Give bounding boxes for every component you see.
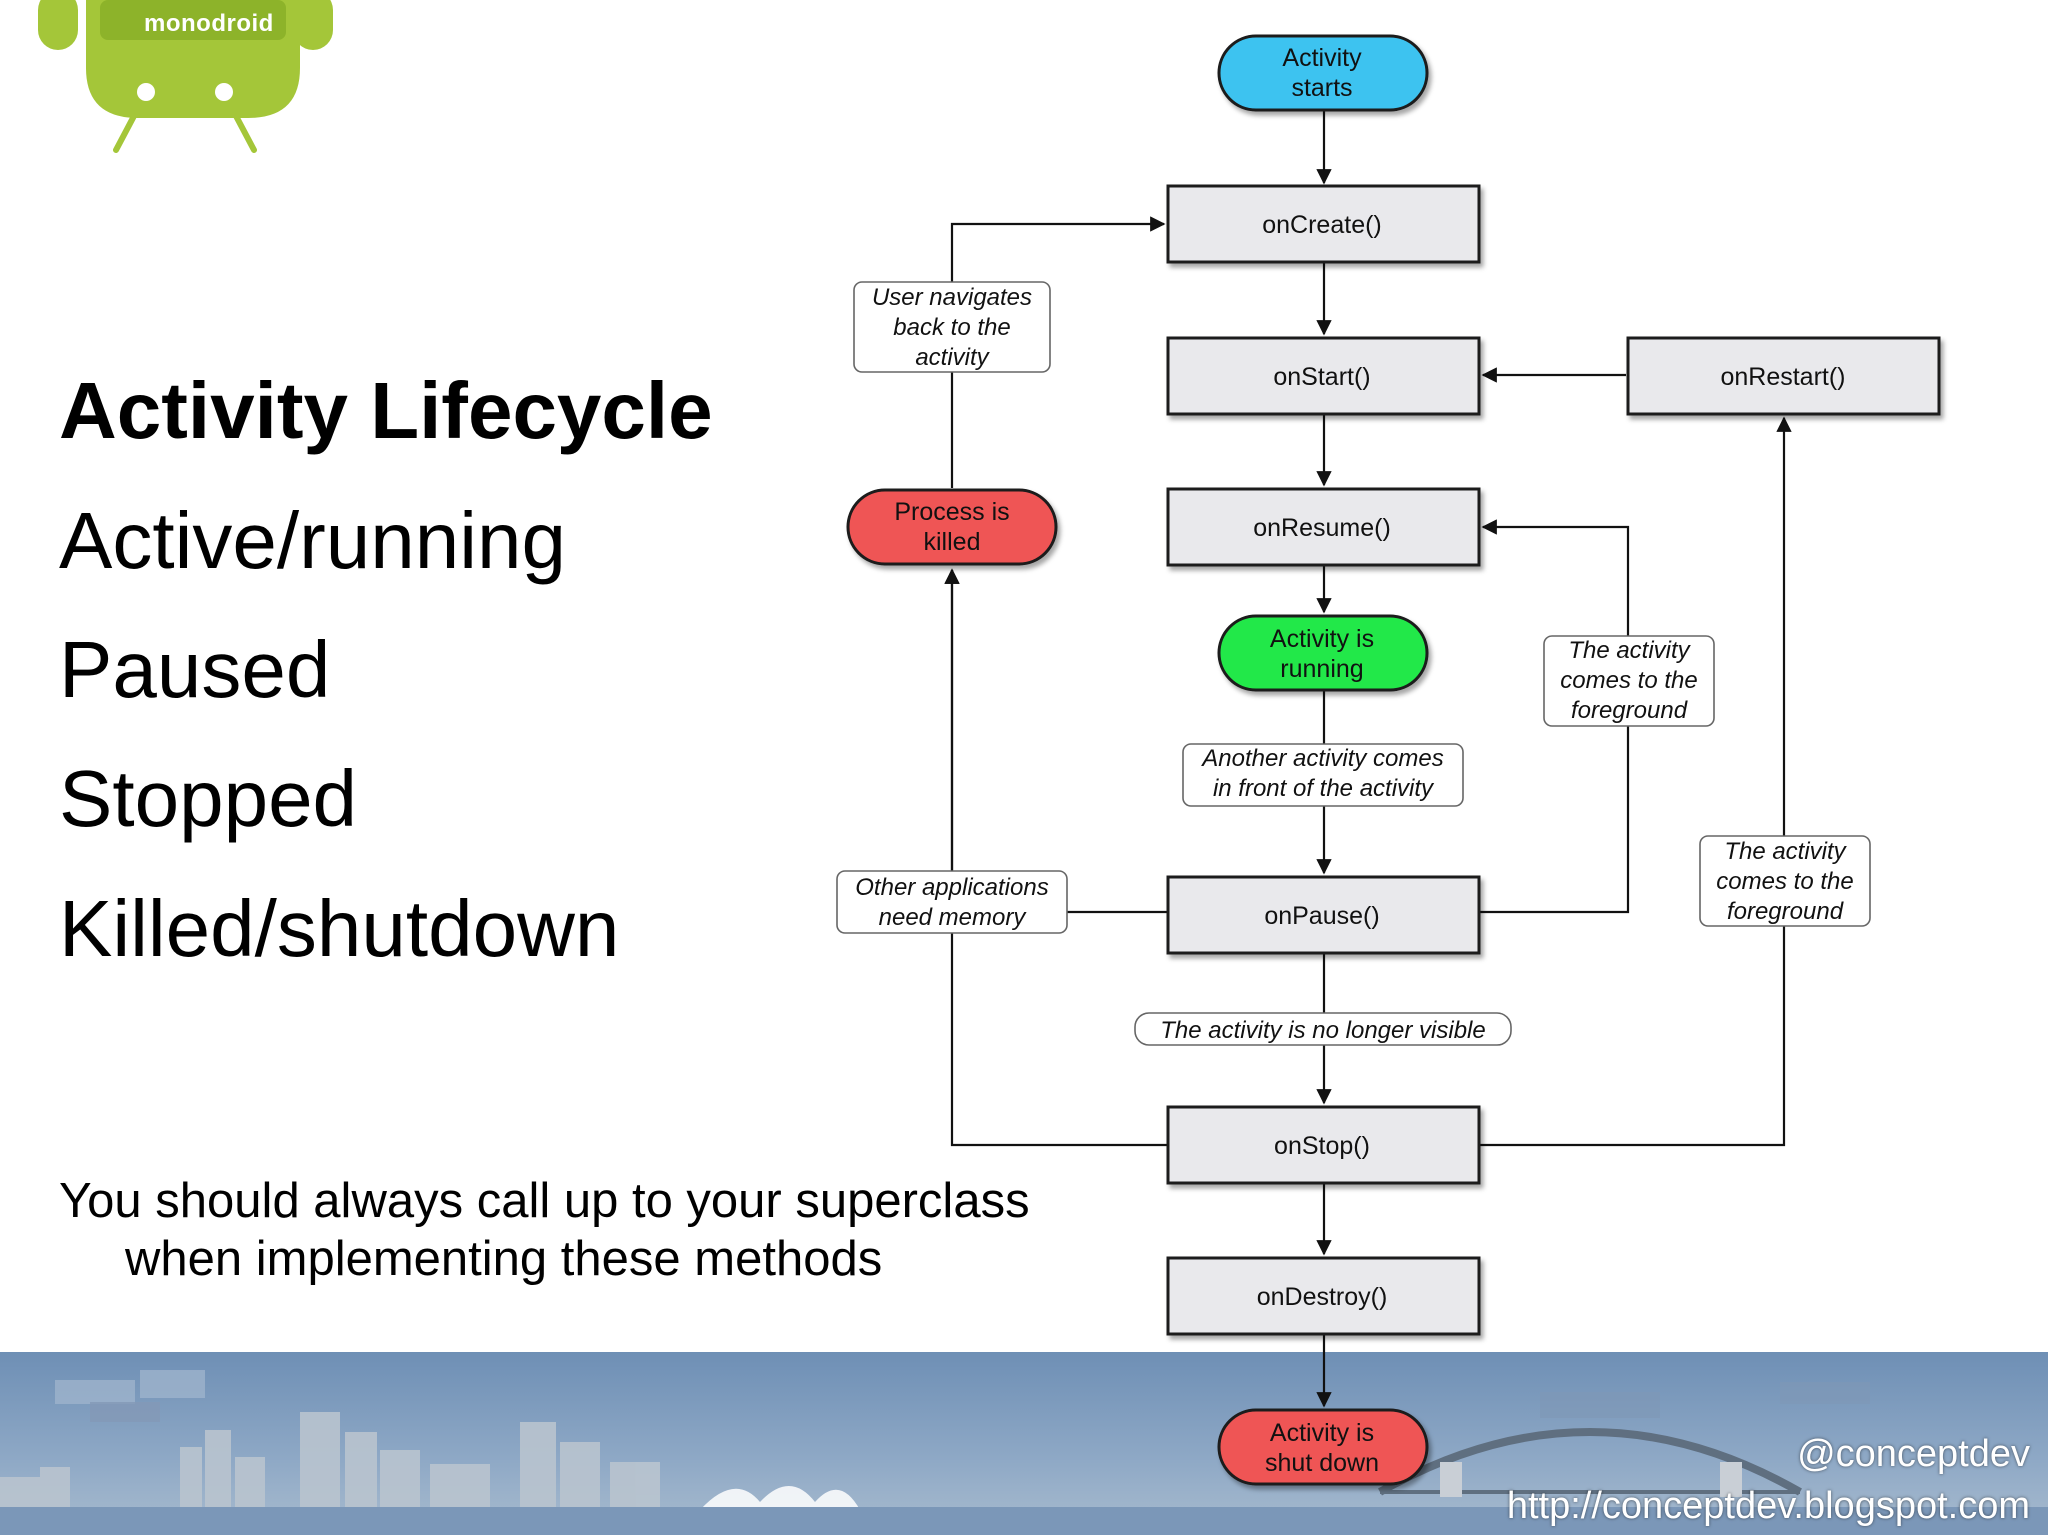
svg-text:Other applications: Other applications xyxy=(855,874,1048,901)
footer-url[interactable]: http://conceptdev.blogspot.com xyxy=(1506,1485,2030,1527)
label-other-applications: Other applications need memory xyxy=(836,870,1068,934)
svg-text:The activity: The activity xyxy=(1568,637,1691,664)
svg-text:The activity: The activity xyxy=(1724,838,1847,865)
svg-text:Activity is: Activity is xyxy=(1270,1419,1374,1447)
label-another-activity: Another activity comes in front of the a… xyxy=(1182,743,1464,807)
svg-text:foreground: foreground xyxy=(1727,898,1844,925)
footer-handle: @conceptdev xyxy=(1797,1433,2030,1475)
svg-text:onDestroy(): onDestroy() xyxy=(1257,1283,1388,1311)
city-skyline-image xyxy=(0,1352,2048,1535)
svg-text:activity: activity xyxy=(915,344,990,371)
node-ondestroy: onDestroy() xyxy=(1166,1256,1481,1336)
svg-text:killed: killed xyxy=(924,528,981,556)
svg-text:shut down: shut down xyxy=(1265,1449,1379,1477)
svg-text:need memory: need memory xyxy=(879,904,1028,931)
svg-text:onRestart(): onRestart() xyxy=(1720,363,1845,391)
svg-text:Another activity comes: Another activity comes xyxy=(1200,745,1443,772)
slide-title: Activity Lifecycle xyxy=(59,366,713,455)
label-user-navigates-back: User navigates back to the activity xyxy=(853,281,1051,373)
label-foreground-resume: The activity comes to the foreground xyxy=(1543,635,1715,727)
svg-text:onPause(): onPause() xyxy=(1264,902,1379,930)
node-process-killed: Process is killed xyxy=(846,488,1058,566)
svg-text:comes to the: comes to the xyxy=(1560,667,1697,694)
svg-text:Process is: Process is xyxy=(894,498,1009,526)
flow-connectors xyxy=(944,109,1792,1408)
node-onstart: onStart() xyxy=(1166,336,1481,416)
monodroid-logo: monodroid xyxy=(38,0,338,160)
state-stopped: Stopped xyxy=(59,754,358,843)
node-activity-running: Activity is running xyxy=(1217,614,1429,692)
svg-text:foreground: foreground xyxy=(1571,697,1688,724)
svg-text:Activity is: Activity is xyxy=(1270,625,1374,653)
node-oncreate: onCreate() xyxy=(1166,184,1481,264)
logo-text: monodroid xyxy=(144,10,274,37)
node-onrestart: onRestart() xyxy=(1626,336,1941,416)
arrow-killed-to-oncreate xyxy=(950,216,1166,488)
state-killed-shutdown: Killed/shutdown xyxy=(59,884,620,973)
svg-text:User navigates: User navigates xyxy=(872,284,1032,311)
arrow-onpause-to-killed xyxy=(944,568,1168,914)
state-active-running: Active/running xyxy=(59,496,566,585)
svg-text:onResume(): onResume() xyxy=(1253,514,1391,542)
state-paused: Paused xyxy=(59,625,331,714)
node-activity-shut-down: Activity is shut down xyxy=(1217,1408,1429,1486)
node-onpause: onPause() xyxy=(1166,875,1481,955)
superclass-note: You should always call up to your superc… xyxy=(59,1174,1030,1286)
svg-text:onStop(): onStop() xyxy=(1274,1132,1370,1160)
label-no-longer-visible: The activity is no longer visible xyxy=(1134,1012,1512,1046)
svg-text:running: running xyxy=(1280,655,1363,683)
svg-text:starts: starts xyxy=(1291,74,1352,102)
node-onstop: onStop() xyxy=(1166,1105,1481,1185)
svg-text:The activity is no longer visi: The activity is no longer visible xyxy=(1160,1017,1485,1044)
android-robot-icon xyxy=(38,0,333,153)
arrow-onstop-to-onrestart xyxy=(1479,416,1792,1147)
node-onresume: onResume() xyxy=(1166,487,1481,567)
svg-text:onStart(): onStart() xyxy=(1273,363,1370,391)
node-activity-starts: Activity starts xyxy=(1217,34,1429,112)
svg-text:back to the: back to the xyxy=(893,314,1010,341)
svg-text:in front of the activity: in front of the activity xyxy=(1213,775,1435,802)
label-foreground-restart: The activity comes to the foreground xyxy=(1699,835,1871,927)
arrow-onstop-to-killed xyxy=(944,568,1168,1147)
svg-text:comes to the: comes to the xyxy=(1716,868,1853,895)
svg-text:Activity: Activity xyxy=(1282,44,1362,72)
svg-text:onCreate(): onCreate() xyxy=(1262,211,1382,239)
